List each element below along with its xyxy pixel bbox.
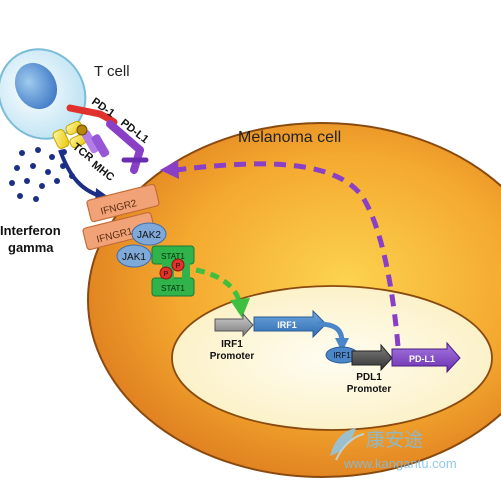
- mhc-molecule: [76, 124, 110, 158]
- ifngr1-receptor: [82, 211, 156, 251]
- pdl1-promoter-label-1: PDL1: [356, 372, 382, 383]
- t-cell-label: T cell: [94, 63, 130, 80]
- jak2-label: JAK2: [137, 230, 161, 241]
- gamma-label: gamma: [8, 240, 54, 255]
- irf1-promoter-label-1: IRF1: [221, 339, 243, 350]
- leaf-logo-icon: [330, 428, 356, 456]
- melanoma-cell-label: Melanoma cell: [238, 129, 341, 146]
- pdl1-gene-label: PD-L1: [409, 354, 435, 364]
- interferon-arrow: [58, 149, 101, 198]
- pdl1-promoter-label-2: Promoter: [347, 384, 392, 395]
- ifngr2-receptor: [86, 183, 160, 223]
- irf1-promoter-label-2: Promoter: [210, 351, 255, 362]
- interferon-label: Interferon: [0, 223, 61, 238]
- jak2-kinase: [131, 222, 167, 246]
- watermark-chinese: 康安途: [366, 429, 423, 451]
- phospho-1-label: P: [164, 271, 169, 278]
- irf1-protein-label: IRF1: [333, 351, 351, 360]
- pdl1-gene-arrow: [391, 341, 461, 374]
- stat1-translocation-arrow: [195, 267, 243, 305]
- interferon-gamma-particles: [9, 147, 75, 202]
- watermark: 康安途 www.kangantu.com: [330, 428, 457, 471]
- mhc-label: MHC: [89, 159, 116, 184]
- stat1-bottom-label: STAT1: [161, 284, 185, 293]
- dna-arrow-icon: [214, 312, 254, 338]
- phospho-icon: [159, 266, 173, 280]
- jak1-kinase: [116, 244, 152, 268]
- pdl1-ligand: [106, 120, 149, 174]
- phospho-2-label: P: [176, 263, 181, 270]
- t-cell-icon: [0, 48, 87, 140]
- jak1-label: JAK1: [122, 252, 146, 263]
- watermark-url: www.kangantu.com: [343, 456, 457, 471]
- phospho-icon: [171, 258, 185, 272]
- irf1-gene-label: IRF1: [277, 320, 297, 330]
- irf1-gene-arrow: [253, 309, 327, 339]
- tcr-receptor: [52, 120, 87, 149]
- stat1-top-label: STAT1: [161, 252, 185, 261]
- pdl1-promoter-arrow: [351, 343, 393, 372]
